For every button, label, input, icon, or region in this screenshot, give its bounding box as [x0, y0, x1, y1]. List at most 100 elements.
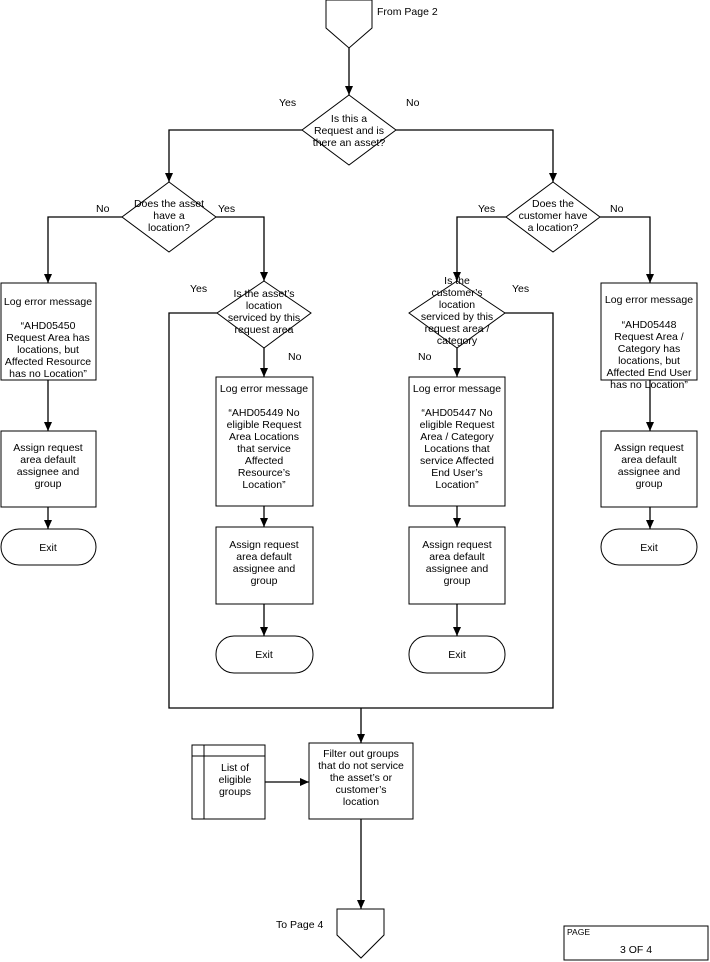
- process-log-ahd05449: [215, 376, 314, 507]
- svg-text:End User’s: End User’s: [431, 467, 483, 479]
- svg-text:location: location: [246, 300, 282, 312]
- svg-text:have a: have a: [153, 210, 185, 222]
- label-cust-serv-no: No: [418, 351, 432, 363]
- decision-asset-location-serviced-text: Is the asset’s location serviced by this…: [228, 288, 300, 336]
- svg-text:Assign request: Assign request: [614, 442, 684, 454]
- label-asset-serv-yes: Yes: [190, 283, 207, 295]
- svg-text:groups: groups: [219, 786, 251, 798]
- svg-text:Does the: Does the: [532, 198, 574, 210]
- decision-asset-has-location: [121, 181, 217, 253]
- data-store-eligible-groups: [191, 744, 266, 820]
- decision-request-and-asset-text: Is this a Request and is there an asset?: [313, 113, 386, 149]
- decision-request-and-asset: [301, 94, 397, 166]
- svg-text:assignee and: assignee and: [618, 466, 681, 478]
- label-asset-loc-yes: Yes: [218, 203, 235, 215]
- decision-asset-has-location-text: Does the asset have a location?: [134, 198, 204, 234]
- label-cust-loc-no: No: [610, 203, 624, 215]
- svg-text:Log error message: Log error message: [220, 383, 308, 395]
- svg-text:Assign request: Assign request: [422, 539, 492, 551]
- svg-text:Log error message: Log error message: [605, 294, 693, 306]
- svg-text:locations, but: locations, but: [618, 355, 680, 367]
- flow-asset-loc-no: [44, 216, 122, 283]
- process-log-ahd05447-text: Log error message “AHD05447 No eligible …: [413, 383, 501, 491]
- process-log-ahd05447: [408, 376, 506, 507]
- svg-text:Does the asset: Does the asset: [134, 198, 204, 210]
- terminator-exit-right: [600, 528, 698, 566]
- process-log-ahd05448-text: Log error message “AHD05448 Request Area…: [605, 294, 693, 391]
- from-page-label: From Page 2: [377, 6, 438, 18]
- svg-text:Assign request: Assign request: [229, 539, 299, 551]
- svg-text:the asset’s or: the asset’s or: [330, 772, 393, 784]
- label-top-yes: Yes: [279, 97, 296, 109]
- process-filter-groups: [308, 742, 414, 820]
- flow-cust-serv-yes: [361, 312, 554, 709]
- decision-asset-location-serviced: [216, 280, 312, 349]
- svg-text:customer have: customer have: [519, 210, 588, 222]
- decision-customer-location-serviced: [408, 280, 506, 349]
- terminator-exit-right-label: Exit: [640, 542, 658, 554]
- svg-text:there an asset?: there an asset?: [313, 137, 386, 149]
- process-log-ahd05450: [0, 282, 97, 381]
- process-log-ahd05448: [600, 282, 698, 381]
- svg-text:Location”: Location”: [435, 479, 479, 491]
- label-cust-serv-yes: Yes: [512, 283, 529, 295]
- svg-text:List of: List of: [221, 762, 249, 774]
- page-indicator-label: PAGE: [567, 927, 590, 937]
- svg-text:Request Area has: Request Area has: [6, 332, 89, 344]
- svg-text:area default: area default: [236, 551, 292, 563]
- svg-text:group: group: [251, 575, 278, 587]
- svg-text:location: location: [343, 796, 379, 808]
- svg-text:that service: that service: [237, 443, 291, 455]
- svg-text:assignee and: assignee and: [17, 466, 80, 478]
- terminator-exit-left: [0, 528, 97, 566]
- svg-text:Request Area /: Request Area /: [614, 331, 684, 343]
- svg-text:Request and is: Request and is: [314, 125, 384, 137]
- label-top-no: No: [406, 97, 420, 109]
- svg-text:customer’s: customer’s: [336, 784, 387, 796]
- svg-text:area default: area default: [20, 454, 76, 466]
- svg-text:group: group: [444, 575, 471, 587]
- terminator-exit-mid-left-label: Exit: [255, 649, 273, 661]
- svg-text:has no Location”: has no Location”: [9, 368, 87, 380]
- svg-text:assignee and: assignee and: [426, 563, 489, 575]
- label-cust-loc-yes: Yes: [478, 203, 495, 215]
- flow-top-yes: [165, 129, 302, 182]
- label-asset-loc-no: No: [96, 203, 110, 215]
- terminator-exit-mid-right-label: Exit: [448, 649, 466, 661]
- svg-text:service Affected: service Affected: [420, 455, 494, 467]
- to-page-label: To Page 4: [276, 919, 323, 931]
- svg-text:Location”: Location”: [242, 479, 286, 491]
- svg-text:locations, but: locations, but: [17, 344, 79, 356]
- svg-text:“AHD05450: “AHD05450: [21, 320, 76, 332]
- svg-text:Affected Resource: Affected Resource: [5, 356, 91, 368]
- svg-text:Area Locations: Area Locations: [229, 431, 299, 443]
- process-assign-right-text: Assign request area default assignee and…: [614, 442, 684, 490]
- svg-text:Is this a: Is this a: [331, 113, 367, 125]
- svg-text:area default: area default: [621, 454, 677, 466]
- svg-text:“AHD05447 No: “AHD05447 No: [421, 407, 492, 419]
- page-indicator-value: 3 OF 4: [620, 944, 652, 956]
- process-assign-mid-right-text: Assign request area default assignee and…: [422, 539, 492, 587]
- decision-customer-has-location-text: Does the customer have a location?: [519, 198, 588, 234]
- flow-cust-loc-no: [600, 216, 654, 283]
- terminator-exit-mid-left: [215, 635, 314, 674]
- svg-text:request area /: request area /: [425, 323, 490, 335]
- process-filter-groups-text: Filter out groups that do not service th…: [318, 748, 404, 808]
- svg-text:Resource’s: Resource’s: [238, 467, 290, 479]
- decision-customer-has-location: [505, 181, 601, 253]
- svg-text:Assign request: Assign request: [13, 442, 83, 454]
- process-assign-right: [600, 430, 698, 508]
- svg-text:serviced by this: serviced by this: [421, 311, 493, 323]
- process-assign-mid-right: [408, 526, 506, 605]
- process-log-ahd05450-text: Log error message “AHD05450 Request Area…: [4, 296, 92, 380]
- svg-text:Category has: Category has: [618, 343, 680, 355]
- svg-text:assignee and: assignee and: [233, 563, 296, 575]
- svg-text:request area: request area: [235, 324, 294, 336]
- connector-lines: [44, 48, 654, 909]
- flow-cust-loc-yes: [453, 216, 506, 281]
- terminator-exit-mid-right: [408, 635, 506, 674]
- label-asset-serv-no: No: [288, 351, 302, 363]
- svg-text:“AHD05449 No: “AHD05449 No: [228, 407, 299, 419]
- svg-text:eligible Request: eligible Request: [227, 419, 302, 431]
